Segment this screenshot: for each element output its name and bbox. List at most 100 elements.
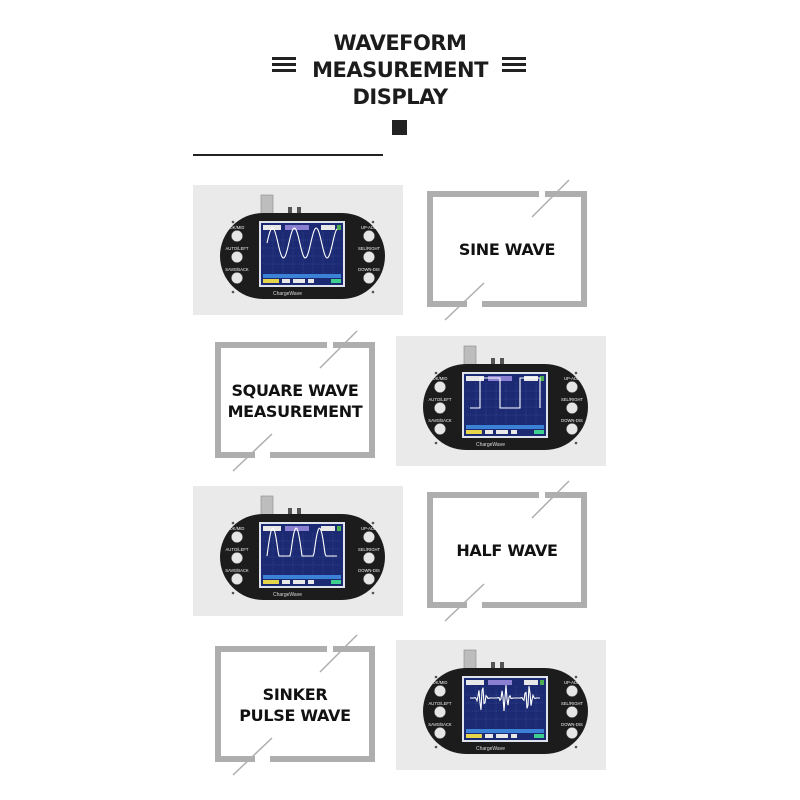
divider-line [193, 154, 383, 156]
status-chip [496, 430, 508, 434]
screw [434, 675, 438, 679]
button-label: SEL/RIGHT [561, 397, 584, 402]
side-button [566, 685, 578, 697]
probe-connector [260, 495, 274, 517]
button-label: UP-ADD [564, 680, 580, 685]
probe-connector [260, 194, 274, 216]
slash-lines [232, 634, 358, 776]
brand-label: ChargeWave [476, 442, 505, 448]
battery-icon [540, 376, 544, 381]
side-button [363, 230, 375, 242]
left-menu-icon [272, 57, 296, 73]
switch-pin [491, 358, 495, 366]
probe-connector [463, 649, 477, 671]
bracket-frame [215, 646, 375, 762]
status-chip [263, 279, 279, 283]
switch-pin [288, 207, 292, 215]
slash-bottom [232, 737, 273, 776]
status-bar [263, 274, 341, 278]
slash-lines [232, 330, 358, 472]
card-frame [427, 179, 587, 321]
side-button [231, 531, 243, 543]
screw [231, 290, 235, 294]
button-label: AUTO/LEFT [226, 547, 249, 552]
brand-label: ChargeWave [273, 592, 302, 598]
waveform-trace [266, 527, 337, 557]
button-label: DOWN-DIS [358, 267, 380, 272]
screw [574, 675, 578, 679]
status-chip [511, 430, 517, 434]
side-button [566, 706, 578, 718]
status-chip [308, 580, 314, 584]
probe-connector [463, 345, 477, 367]
status-chip [466, 734, 482, 738]
side-button [231, 552, 243, 564]
status-chip [534, 734, 544, 738]
bracket-left [427, 191, 539, 307]
status-chip [466, 376, 484, 381]
bracket-left [427, 492, 539, 608]
status-chip [321, 225, 335, 230]
waveform-trace [470, 377, 541, 409]
status-chip [485, 430, 493, 434]
button-label: OK/MID [433, 680, 448, 685]
screw [371, 290, 375, 294]
right-menu-icon [502, 57, 526, 73]
screw [434, 441, 438, 445]
button-label: UP-ADD [361, 225, 377, 230]
button-label: OK/MID [230, 225, 245, 230]
button-label: UP-ADD [564, 376, 580, 381]
label-card-pulse: SINKER PULSE WAVE [215, 634, 375, 776]
button-label: SEL/RIGHT [358, 547, 381, 552]
slash-lines [444, 179, 570, 321]
bracket-right [482, 492, 587, 608]
card-frame [215, 330, 375, 472]
bracket-left [215, 646, 327, 762]
card-frame [215, 634, 375, 776]
bracket-frame [215, 342, 375, 458]
brand-label: ChargeWave [476, 746, 505, 752]
status-bar [466, 729, 544, 733]
status-bar [263, 575, 341, 579]
label-card-sine: SINE WAVE [427, 179, 587, 321]
status-chip [511, 734, 517, 738]
card-label: SINE WAVE [458, 240, 556, 259]
slash-top [319, 634, 358, 673]
button-label: DOWN-DIS [561, 722, 583, 727]
bracket-frame [427, 191, 587, 307]
slash-top [319, 330, 358, 369]
button-label: SEL/RIGHT [561, 701, 584, 706]
button-label: SEL/RIGHT [358, 246, 381, 251]
bracket-right [270, 646, 375, 762]
screw [434, 745, 438, 749]
page-title: WAVEFORM MEASUREMENT DISPLAY [312, 31, 488, 109]
switch-pin [297, 207, 301, 215]
side-button [363, 552, 375, 564]
square-marker-icon [392, 120, 407, 135]
status-chip [331, 580, 341, 584]
screw [371, 591, 375, 595]
waveform-trace [266, 227, 338, 259]
button-label: DOWN-DIS [561, 418, 583, 423]
battery-icon [337, 526, 341, 531]
status-chip [485, 734, 493, 738]
waveform-trace [470, 684, 540, 712]
switch-pin [288, 508, 292, 516]
side-button [363, 272, 375, 284]
status-chip [282, 279, 290, 283]
label-card-half: HALF WAVE [427, 480, 587, 622]
side-button [566, 423, 578, 435]
card-label: SINKER PULSE WAVE [239, 684, 351, 725]
status-chip [293, 580, 305, 584]
screw [574, 745, 578, 749]
side-button [231, 230, 243, 242]
button-label: UP-ADD [361, 526, 377, 531]
screw [371, 521, 375, 525]
slash-lines [444, 480, 570, 622]
